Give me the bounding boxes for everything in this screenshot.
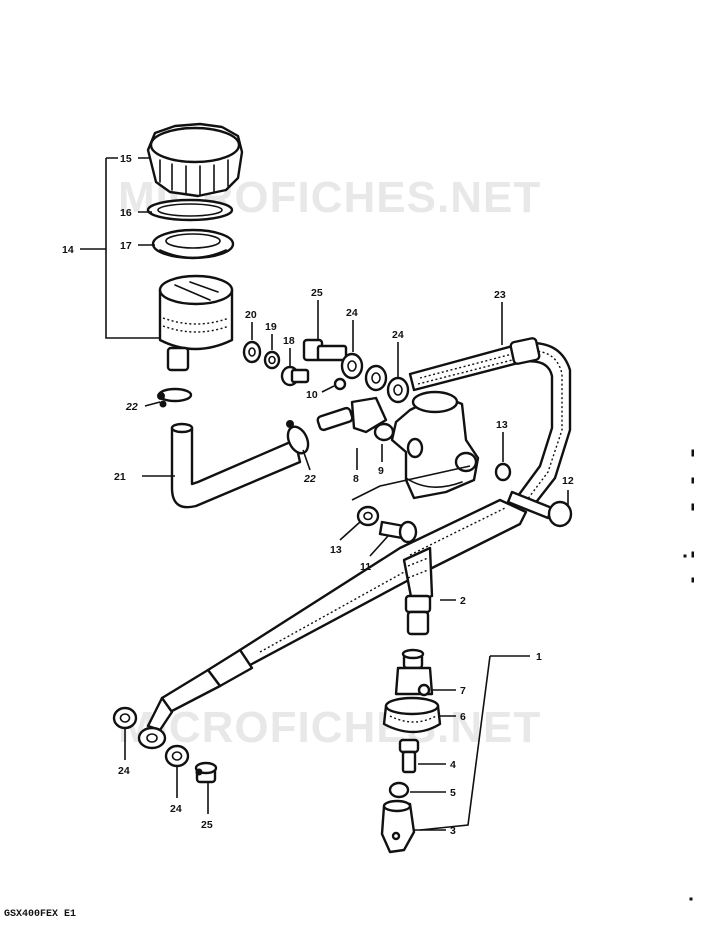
callout-8: 8	[353, 473, 359, 485]
callout-23: 23	[494, 289, 506, 301]
callout-13-right: 13	[496, 419, 508, 431]
callout-24-top-a: 24	[346, 307, 358, 319]
piston-7	[394, 648, 434, 697]
scan-specks	[683, 449, 694, 901]
callout-4: 4	[450, 759, 456, 771]
callout-24-top-b: 24	[392, 329, 404, 341]
union-bolt-25-top	[302, 338, 348, 362]
reservoir-cap	[146, 122, 244, 198]
reservoir-hose	[170, 422, 302, 509]
callout-15: 15	[120, 153, 132, 165]
callout-18: 18	[283, 335, 295, 347]
callout-6: 6	[460, 711, 466, 723]
washer-20	[242, 340, 262, 364]
cap-diaphragm	[146, 198, 234, 222]
hose-fitting-2	[402, 546, 434, 636]
callout-5: 5	[450, 787, 456, 799]
reservoir-tank	[158, 274, 234, 372]
callout-11: 11	[360, 561, 371, 573]
callout-19: 19	[265, 321, 277, 333]
washer-24-lower-b	[164, 744, 190, 768]
washer-24-top-b	[364, 364, 388, 392]
callout-7: 7	[460, 685, 466, 697]
washer-13-left	[356, 505, 380, 527]
bolt-11	[378, 520, 418, 544]
callout-3: 3	[450, 825, 456, 837]
callout-25-top: 25	[311, 287, 323, 299]
washer-24-top-a	[340, 352, 364, 380]
callout-13-left: 13	[330, 544, 342, 556]
brake-hose-lower	[137, 498, 528, 750]
callout-9: 9	[378, 465, 384, 477]
washer-13-right	[494, 462, 512, 482]
callout-22-upper: 22	[125, 401, 138, 413]
callout-24-lower-a: 24	[118, 765, 130, 777]
callout-17: 17	[120, 240, 132, 252]
model-code: GSX400FEX E1	[4, 909, 76, 920]
callout-1: 1	[536, 651, 542, 663]
callout-20: 20	[245, 309, 257, 321]
callout-25-lower: 25	[201, 819, 213, 831]
washer-24-lower-a	[112, 706, 138, 730]
bolt-12	[506, 490, 573, 528]
callout-24-lower-b: 24	[170, 803, 182, 815]
washer-24-top-c	[386, 376, 410, 404]
diaphragm-plate	[151, 228, 235, 260]
callout-10: 10	[306, 389, 318, 401]
callout-21: 21	[114, 471, 126, 483]
boot-6	[382, 696, 442, 734]
union-bolt-25-lower	[194, 761, 218, 784]
callout-16: 16	[120, 207, 132, 219]
nut-5	[388, 781, 410, 799]
clip-10	[333, 377, 347, 391]
washer-19	[263, 350, 281, 370]
master-cylinder-body	[390, 390, 480, 500]
screw-18	[280, 365, 310, 387]
callout-14: 14	[62, 244, 74, 256]
watermark-bottom: MICROFICHES.NET	[118, 703, 541, 752]
callout-22-lower: 22	[303, 473, 316, 485]
clevis-3	[380, 799, 416, 854]
callout-12: 12	[562, 475, 574, 487]
callout-2: 2	[460, 595, 466, 607]
push-rod-4	[398, 738, 420, 774]
hose-clamp-upper	[157, 387, 193, 408]
inlet-joint-8	[316, 396, 388, 434]
o-ring-9	[373, 422, 395, 442]
